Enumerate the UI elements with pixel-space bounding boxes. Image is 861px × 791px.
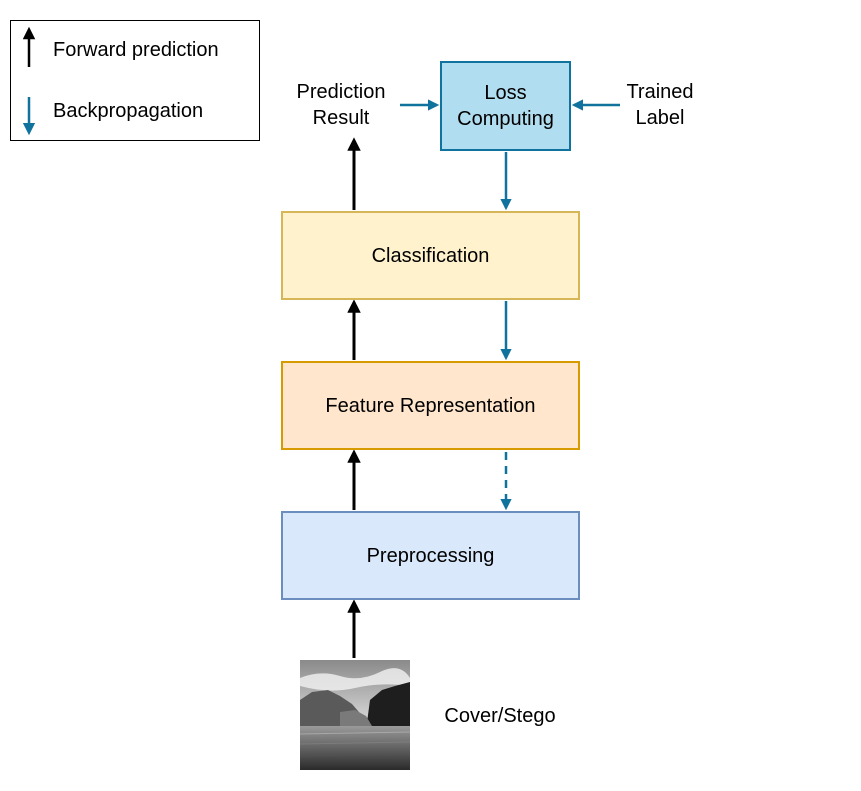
loss-computing-box: Loss Computing: [440, 61, 571, 151]
prediction-result-label: Prediction Result: [296, 81, 386, 129]
feature-representation-label: Feature Representation: [325, 394, 536, 417]
cover-stego-label: Cover/Stego: [444, 705, 556, 727]
legend-forward-label: Forward prediction: [53, 39, 219, 61]
grayscale-landscape-photo: [300, 660, 410, 770]
classification-box: Classification: [281, 211, 580, 300]
legend-arrows: [22, 26, 36, 136]
legend-backward-label: Backpropagation: [53, 100, 204, 122]
preprocessing-box: Preprocessing: [281, 511, 580, 600]
trained-label-label: Trained Label: [626, 81, 694, 129]
loss-computing-label: Loss Computing: [457, 82, 554, 130]
legend: Forward prediction Backpropagation: [10, 20, 260, 141]
preprocessing-label: Preprocessing: [366, 544, 495, 567]
classification-label: Classification: [371, 244, 490, 267]
feature-representation-box: Feature Representation: [281, 361, 580, 450]
